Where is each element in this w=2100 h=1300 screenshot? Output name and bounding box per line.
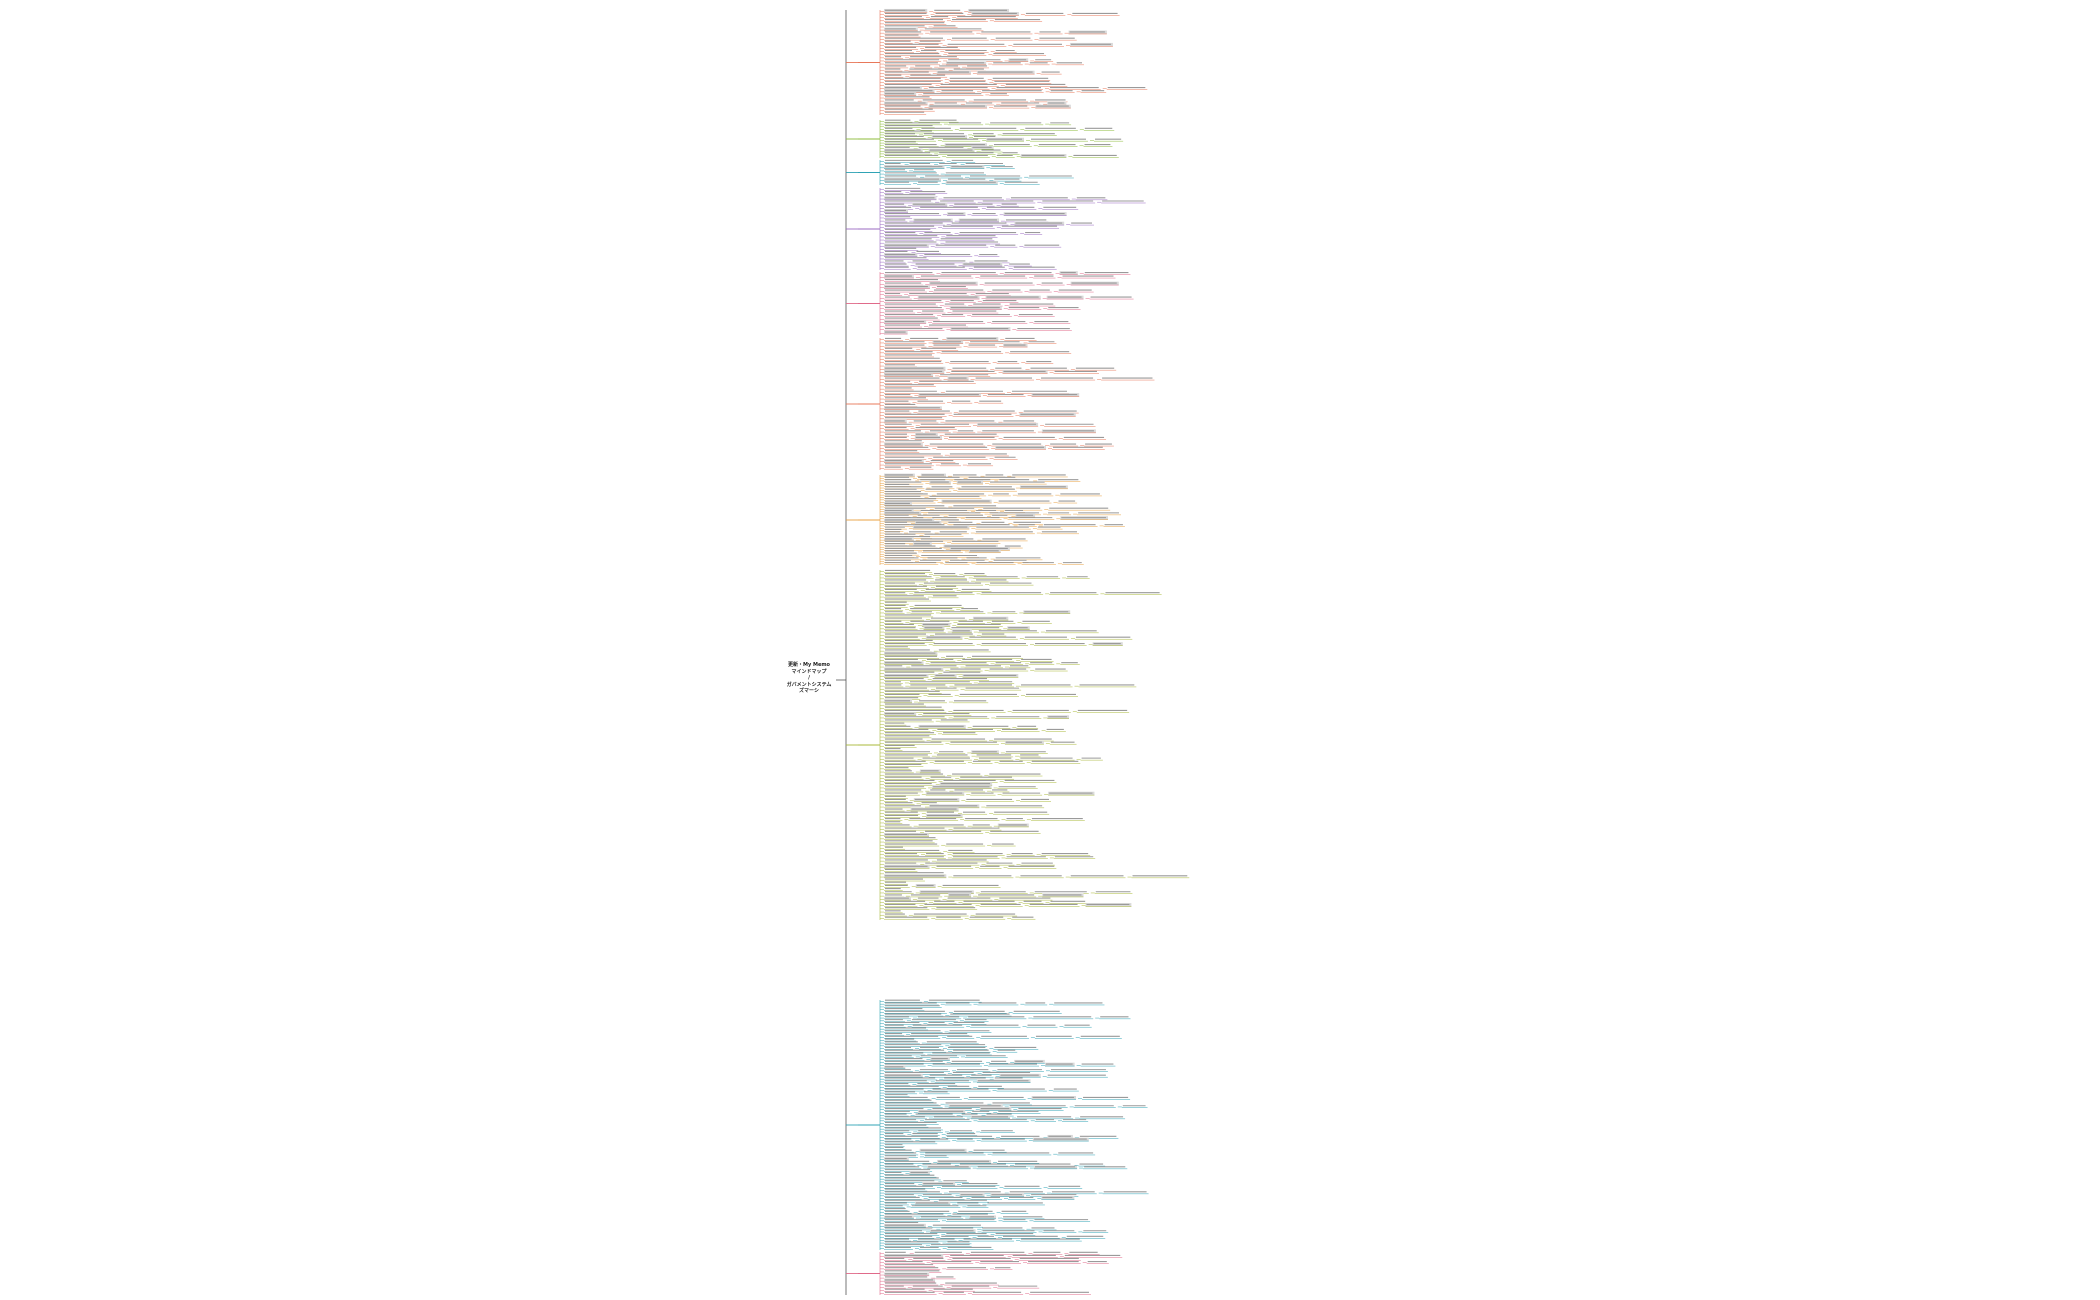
root-node[interactable]: 更新・My Memo マインドマップ / ガバメントシステム ズマーシ (782, 662, 836, 695)
root-node-line: ガバメントシステム (786, 681, 832, 688)
root-node-line: / (808, 675, 810, 681)
root-node-line: ズマーシ (799, 688, 819, 694)
root-node-line: 更新・My Memo (788, 662, 830, 668)
root-node-line: マインドマップ (791, 668, 827, 675)
